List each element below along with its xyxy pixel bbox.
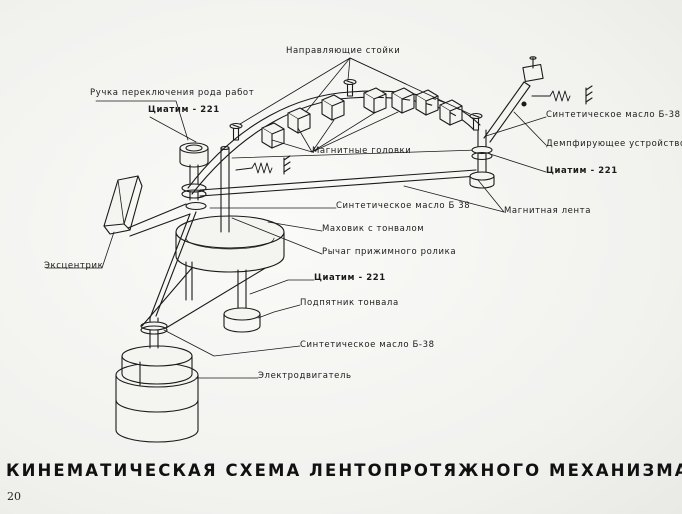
guide-posts xyxy=(229,78,483,141)
label-mode-switch: Ручка переключения рода работ xyxy=(90,88,255,98)
label-ciatim-right: Циатим - 221 xyxy=(546,166,618,176)
flywheel-leg xyxy=(185,261,193,301)
left-spindle xyxy=(179,142,209,211)
label-flywheel: Маховик с тонвалом xyxy=(322,224,425,234)
label-damper: Демпфирующее устройство xyxy=(546,139,682,149)
flywheel xyxy=(175,215,285,273)
label-magnetic-heads: Магнитные головки xyxy=(312,146,412,156)
label-synth-oil-right: Синтетическое масло Б-38 xyxy=(546,110,681,120)
capstan-bearing xyxy=(223,269,261,333)
eccentric xyxy=(103,175,143,235)
label-motor: Электродвигатель xyxy=(258,371,352,381)
label-eccentric: Эксцентрик xyxy=(44,261,104,271)
label-magnetic-tape: Магнитная лента xyxy=(504,206,592,216)
right-spindle xyxy=(469,129,495,189)
leader-lines xyxy=(45,57,547,379)
pinch-roller-spring xyxy=(235,155,291,175)
motor-shaft xyxy=(140,317,168,349)
label-roller-lever: Рычаг прижимного ролика xyxy=(322,247,457,257)
label-ciatim-mid: Циатим - 221 xyxy=(314,273,386,283)
electric-motor xyxy=(115,345,199,443)
label-synth-oil-low: Синтетическое масло Б-38 xyxy=(300,340,435,350)
label-ciatim-top: Циатим - 221 xyxy=(148,105,220,115)
drive-belt-eccentric xyxy=(127,203,197,319)
magnetic-heads xyxy=(261,87,463,149)
page-title: КИНЕМАТИЧЕСКАЯ СХЕМА ЛЕНТОПРОТЯЖНОГО МЕХ… xyxy=(6,461,682,480)
label-capstan-bearing: Подпятник тонвала xyxy=(300,298,399,308)
label-synth-oil-mid: Синтетическое масло Б 38 xyxy=(336,201,471,211)
label-guide-posts: Направляющие стойки xyxy=(286,46,401,56)
damper-device xyxy=(483,56,593,143)
page-number: 20 xyxy=(7,490,21,503)
